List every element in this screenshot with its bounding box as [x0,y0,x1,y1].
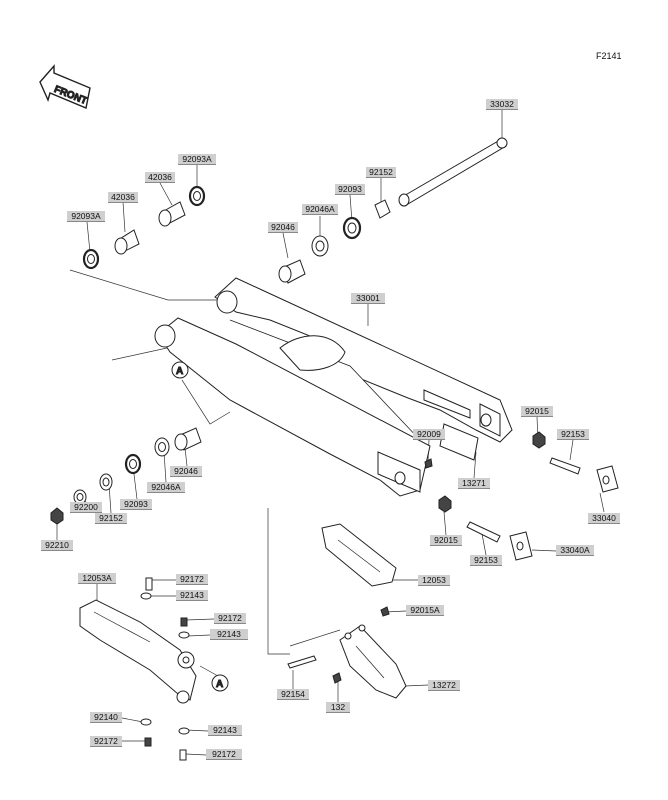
part-label-92154: 92154 [277,689,309,700]
ref-a-label-lower: A [216,679,223,690]
ref-a-label-upper: A [176,366,183,377]
axle-33032-shape [398,137,508,207]
part-label-92093A-top: 92093A [178,154,216,165]
reference-marker-a-upper: A [171,361,189,379]
part-label-92093-upper: 92093 [335,184,365,195]
part-label-92210: 92210 [41,540,73,551]
chain-adjuster-components [424,423,619,561]
part-label-13272: 13272 [428,680,460,691]
figure-code: F2141 [596,51,622,61]
front-arrow-icon: FRONT [39,64,91,109]
swingarm-33001-shape [154,277,513,497]
part-label-42036-upper: 42036 [145,172,175,183]
part-label-92046A-upper: 92046A [302,204,338,215]
part-label-92152-lower: 92152 [95,513,127,524]
part-label-92172-b: 92172 [214,613,246,624]
part-label-33032: 33032 [486,99,518,110]
part-label-92093A-left: 92093A [67,211,105,222]
part-label-92046-upper: 92046 [268,222,298,233]
fastener-set [140,577,190,761]
part-label-92172-d: 92172 [206,749,242,760]
chain-guide-13272-shape [287,606,407,699]
chain-guide-12053A-shape [79,599,197,704]
reference-marker-a-lower: A [211,674,229,692]
part-label-92015A: 92015A [406,605,444,616]
part-label-92172-a: 92172 [176,574,208,585]
part-label-92152-upper: 92152 [366,167,396,178]
part-label-13271: 13271 [458,478,490,489]
part-label-12053: 12053 [418,575,450,586]
part-label-33001: 33001 [351,293,385,304]
part-label-92093-lower: 92093 [120,499,152,510]
upper-pivot-components [82,185,391,284]
part-label-92015-upper: 92015 [521,406,553,417]
lower-pivot-components [50,427,202,525]
part-label-92200: 92200 [70,502,102,513]
part-label-42036-lower: 42036 [108,192,138,203]
part-label-92153-lower: 92153 [470,555,502,566]
part-label-33040: 33040 [588,513,620,524]
part-label-92009: 92009 [413,429,445,440]
part-label-132: 132 [326,702,350,713]
part-label-92015-lower: 92015 [430,535,462,546]
part-label-92046A-lower: 92046A [147,482,185,493]
part-label-92140: 92140 [90,712,122,723]
part-label-92143-c: 92143 [208,725,242,736]
part-label-92046-lower: 92046 [170,466,202,477]
part-label-12053A: 12053A [78,573,116,584]
part-label-92172-c: 92172 [90,736,122,747]
part-label-92143-a: 92143 [176,590,208,601]
part-label-33040A: 33040A [556,545,594,556]
part-label-92153-upper: 92153 [557,429,589,440]
chain-slider-12053-shape [321,523,397,587]
part-label-92143-b: 92143 [210,629,248,640]
